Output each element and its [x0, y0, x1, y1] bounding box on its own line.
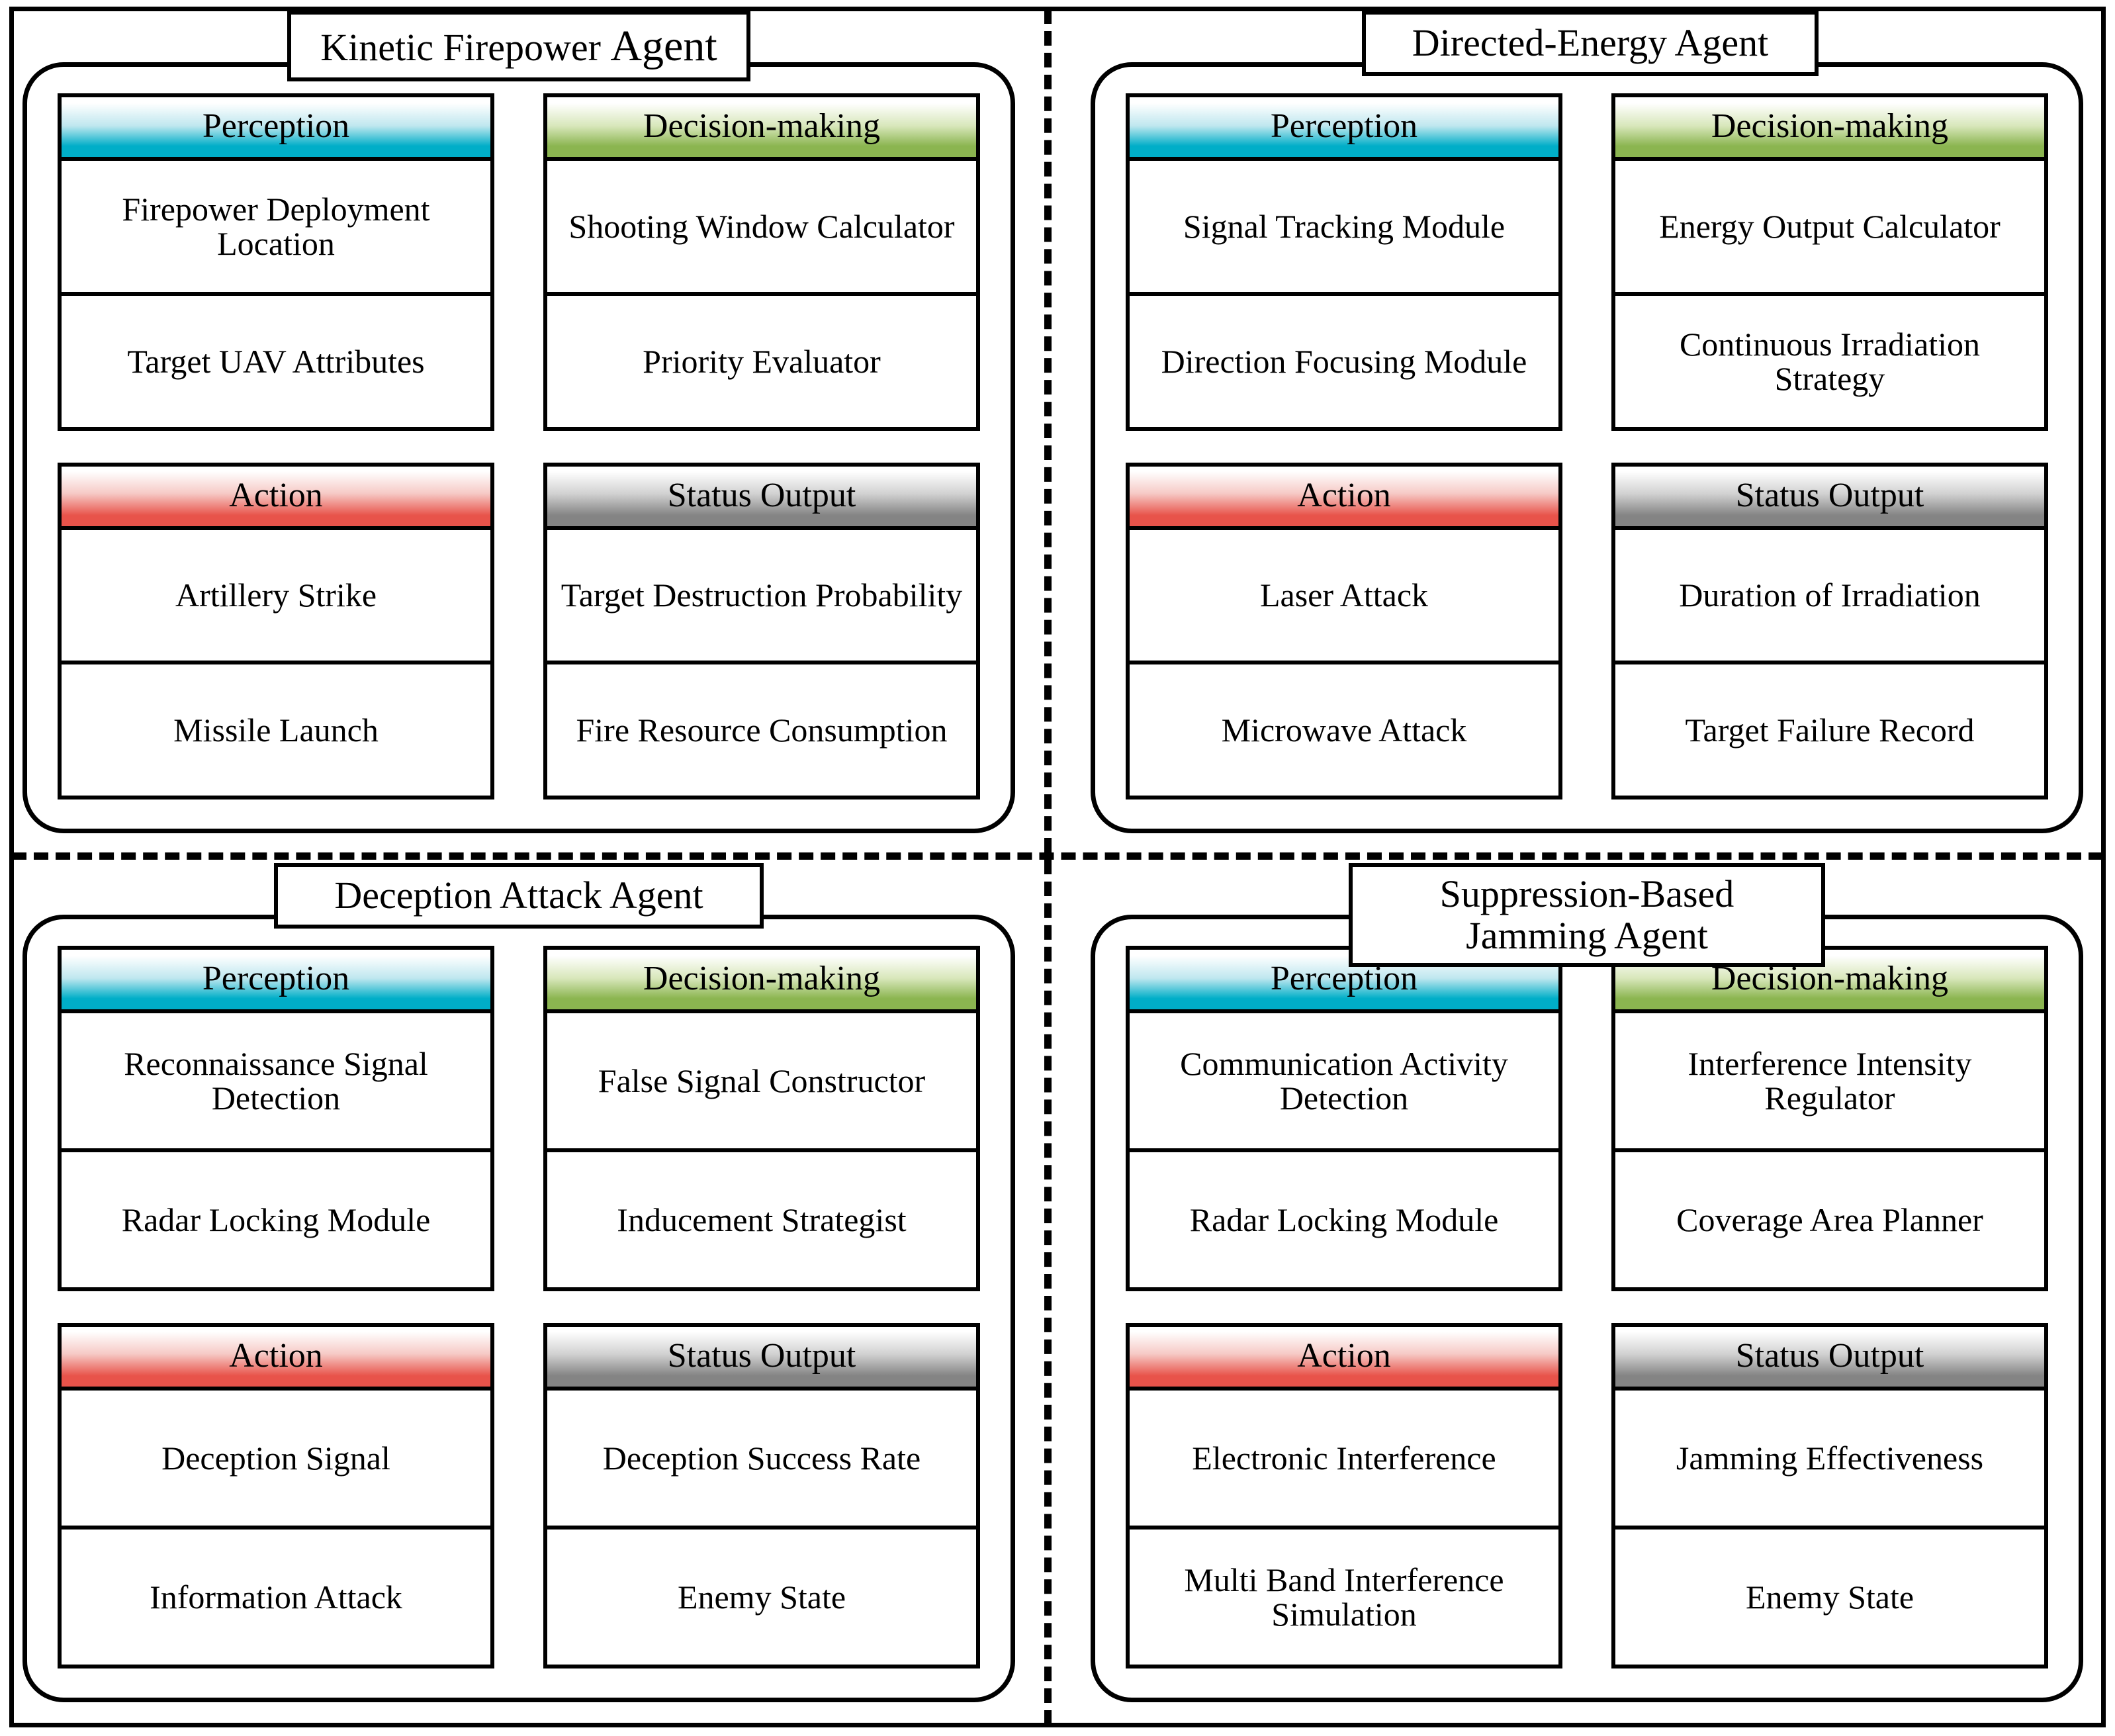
module-status-output-deception: Status Output Deception Success Rate Ene…	[543, 1323, 980, 1668]
module-header-action: Action	[62, 466, 490, 530]
module-header-decision-making: Decision-making	[547, 950, 976, 1013]
agent-title-kinetic-firepower: Kinetic Firepower Agent	[287, 11, 750, 82]
module-item: Information Attack	[62, 1526, 490, 1665]
module-header-perception: Perception	[62, 97, 490, 161]
module-item: Communication Activity Detection	[1180, 1045, 1508, 1117]
module-item: Electronic Interference	[1192, 1439, 1496, 1477]
module-item: Duration of Irradiation	[1679, 576, 1981, 614]
agent-title-deception-attack: Deception Attack Agent	[274, 863, 764, 929]
module-grid-jamming: Perception Communication Activity Detect…	[1095, 919, 2079, 1698]
module-item: Target UAV Attributes	[62, 291, 490, 427]
module-decision-making-directed-energy: Decision-making Energy Output Calculator…	[1611, 93, 2048, 431]
module-item: Coverage Area Planner	[1615, 1148, 2044, 1287]
module-grid-kinetic: Perception Firepower Deployment Location…	[27, 67, 1011, 829]
module-item: Fire Resource Consumption	[547, 661, 976, 796]
agent-title-directed-energy: Directed-Energy Agent	[1362, 11, 1819, 76]
module-header-perception: Perception	[1130, 97, 1558, 161]
module-grid-deception: Perception Reconnaissance Signal Detecti…	[27, 919, 1011, 1698]
module-action-jamming: Action Electronic Interference Multi Ban…	[1126, 1323, 1562, 1668]
agent-container-kinetic: Perception Firepower Deployment Location…	[22, 62, 1015, 833]
module-item: Signal Tracking Module	[1183, 207, 1506, 245]
module-action-directed-energy: Action Laser Attack Microwave Attack	[1126, 462, 1562, 799]
vertical-dashed-divider	[1044, 9, 1052, 1725]
agent-title-text-part-1: Kinetic Firepower	[320, 26, 611, 69]
agent-container-deception: Perception Reconnaissance Signal Detecti…	[22, 915, 1015, 1702]
module-item: Artillery Strike	[175, 576, 377, 614]
module-status-output-directed-energy: Status Output Duration of Irradiation Ta…	[1611, 462, 2048, 799]
module-grid-directed-energy: Perception Signal Tracking Module Direct…	[1095, 67, 2079, 829]
agent-title-suppression-jamming: Suppression-Based Jamming Agent	[1349, 863, 1825, 968]
module-item: Radar Locking Module	[1130, 1148, 1558, 1287]
module-action-deception: Action Deception Signal Information Atta…	[58, 1323, 494, 1668]
module-header-action: Action	[1130, 1327, 1558, 1391]
module-item: Target Failure Record	[1615, 661, 2044, 796]
module-item: False Signal Constructor	[598, 1062, 926, 1099]
module-item: Shooting Window Calculator	[568, 207, 955, 245]
module-item: Firepower Deployment Location	[122, 190, 430, 262]
module-item: Radar Locking Module	[62, 1148, 490, 1287]
agent-title-text-part-2: Agent	[610, 22, 717, 70]
module-item: Jamming Effectiveness	[1676, 1439, 1984, 1477]
horizontal-dashed-divider	[12, 852, 2103, 860]
module-status-output-jamming: Status Output Jamming Effectiveness Enem…	[1611, 1323, 2048, 1668]
module-header-perception: Perception	[1130, 950, 1558, 1013]
module-action-kinetic: Action Artillery Strike Missile Launch	[58, 462, 494, 799]
module-header-status-output: Status Output	[1615, 466, 2044, 530]
module-item: Reconnaissance Signal Detection	[124, 1045, 428, 1117]
module-header-status-output: Status Output	[547, 1327, 976, 1391]
agent-container-jamming: Perception Communication Activity Detect…	[1091, 915, 2083, 1702]
module-item: Interference Intensity Regulator	[1688, 1045, 1972, 1117]
module-header-decision-making: Decision-making	[547, 97, 976, 161]
module-item: Continuous Irradiation Strategy	[1615, 291, 2044, 427]
module-header-action: Action	[62, 1327, 490, 1391]
module-perception-kinetic: Perception Firepower Deployment Location…	[58, 93, 494, 431]
module-decision-making-kinetic: Decision-making Shooting Window Calculat…	[543, 93, 980, 431]
agent-container-directed-energy: Perception Signal Tracking Module Direct…	[1091, 62, 2083, 833]
module-header-status-output: Status Output	[1615, 1327, 2044, 1391]
module-item: Inducement Strategist	[547, 1148, 976, 1287]
module-perception-deception: Perception Reconnaissance Signal Detecti…	[58, 946, 494, 1291]
module-item: Energy Output Calculator	[1659, 207, 2001, 245]
module-header-perception: Perception	[62, 950, 490, 1013]
module-item: Multi Band Interference Simulation	[1130, 1526, 1558, 1665]
module-item: Deception Signal	[161, 1439, 390, 1477]
module-item: Direction Focusing Module	[1130, 291, 1558, 427]
module-item: Deception Success Rate	[602, 1439, 921, 1477]
module-item: Missile Launch	[62, 661, 490, 796]
module-status-output-kinetic: Status Output Target Destruction Probabi…	[543, 462, 980, 799]
module-perception-jamming: Perception Communication Activity Detect…	[1126, 946, 1562, 1291]
module-header-status-output: Status Output	[547, 466, 976, 530]
module-item: Enemy State	[547, 1526, 976, 1665]
module-perception-directed-energy: Perception Signal Tracking Module Direct…	[1126, 93, 1562, 431]
module-header-action: Action	[1130, 466, 1558, 530]
module-item: Target Destruction Probability	[561, 576, 963, 614]
module-item: Laser Attack	[1259, 576, 1429, 614]
module-decision-making-jamming: Decision-making Interference Intensity R…	[1611, 946, 2048, 1291]
module-item: Enemy State	[1615, 1526, 2044, 1665]
module-item: Priority Evaluator	[547, 291, 976, 427]
module-header-decision-making: Decision-making	[1615, 97, 2044, 161]
module-decision-making-deception: Decision-making False Signal Constructor…	[543, 946, 980, 1291]
module-item: Microwave Attack	[1130, 661, 1558, 796]
